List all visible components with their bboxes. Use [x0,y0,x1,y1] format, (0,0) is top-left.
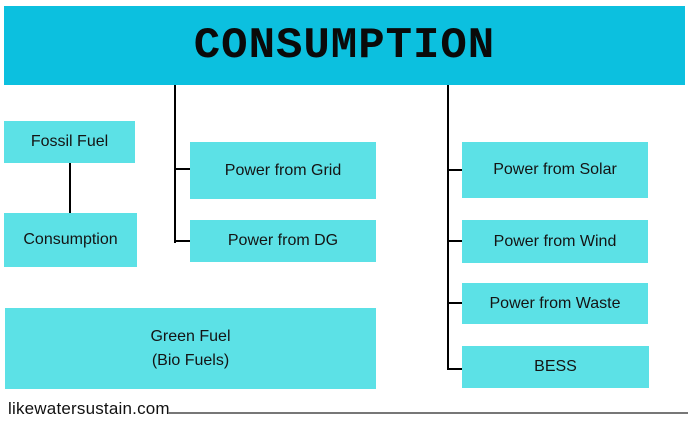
power-from-wind-box: Power from Wind [462,220,648,263]
bess-box: BESS [462,346,649,388]
green-fuel-box: Green Fuel (Bio Fuels) [5,308,376,389]
connector-stub-wind [449,240,462,242]
footer-rule [168,412,688,414]
bess-label: BESS [534,358,577,375]
connector-line-renewable-branch [447,85,449,370]
fossil-fuel-label: Fossil Fuel [30,133,109,150]
connector-stub-grid [176,168,190,170]
connector-stub-waste [449,302,462,304]
consumption-box: Consumption [4,213,137,267]
power-from-waste-label: Power from Waste [489,294,621,312]
green-fuel-label: Green Fuel (Bio Fuels) [150,325,230,373]
power-from-dg-box: Power from DG [190,220,376,262]
fossil-fuel-box: Fossil Fuel [4,121,135,163]
power-from-grid-box: Power from Grid [190,142,376,199]
connector-line-fossil-consumption [69,163,71,213]
connector-stub-bess [449,368,462,370]
power-from-solar-box: Power from Solar [462,142,648,198]
consumption-label: Consumption [23,231,118,248]
green-fuel-label-line2: (Bio Fuels) [151,351,230,369]
power-from-solar-label: Power from Solar [493,161,617,178]
diagram-title: CONSUMPTION [193,20,496,71]
connector-stub-solar [449,169,462,171]
footer-website: likewatersustain.com [8,399,170,418]
power-from-waste-box: Power from Waste [462,283,648,324]
title-banner: CONSUMPTION [4,6,685,85]
power-from-wind-label: Power from Wind [493,232,617,250]
connector-line-grid-branch [174,85,176,243]
green-fuel-label-line1: Green Fuel [150,327,231,345]
power-from-dg-label: Power from DG [227,232,339,249]
connector-stub-dg [176,240,190,242]
power-from-grid-label: Power from Grid [224,161,342,179]
